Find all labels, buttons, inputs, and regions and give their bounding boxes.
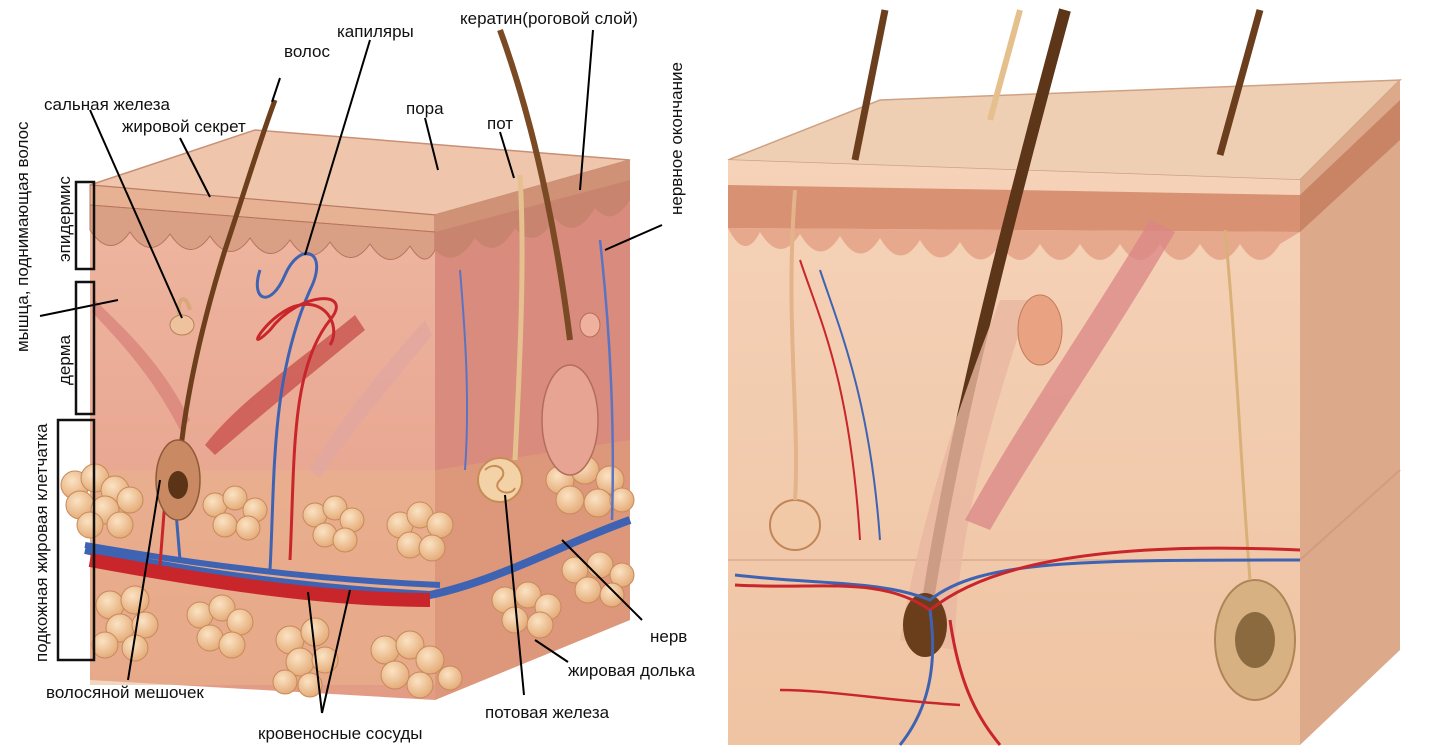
right-epidermis-side [1300,100,1400,232]
label-dermis: дерма [55,334,74,385]
layer-brackets [56,180,96,662]
label-subcutaneous-fat: подкожная жировая клетчатка [32,423,51,662]
label-epidermis: эпидермис [55,176,74,262]
label-sweat-gland: потовая железа [485,703,610,722]
label-sweat: пот [487,114,513,133]
hairs-left [155,28,601,521]
right-side-face [1300,80,1400,745]
basal-layer [89,204,436,260]
basal-layer-side [435,180,630,258]
right-skin-block [727,79,1402,745]
label-sebaceous-gland: сальная железа [44,95,171,114]
label-blood-vessels: кровеносные сосуды [258,724,423,743]
fat-lobules [60,455,635,699]
label-fat-secretion: жировой секрет [122,117,246,136]
label-hair: волос [284,42,330,61]
leader-lines [39,29,663,714]
blood-vessels [84,239,632,607]
label-arrector-muscle: мышца, поднимающая волос [13,121,32,352]
labels: волос капиляры кератин(роговой слой) сал… [13,9,696,743]
label-pore: пора [406,99,444,118]
arrector-muscles [92,300,432,478]
right-hairs [851,8,1264,657]
label-capillaries: капиляры [337,22,414,41]
label-nerve-ending: нервное окончание [667,62,686,215]
right-vessels [734,259,1301,746]
sweat-glands [169,174,525,503]
label-hair-follicle: волосяной мешочек [46,683,204,702]
label-nerve: нерв [650,627,687,646]
right-muscles [769,189,1296,701]
label-keratin: кератин(роговой слой) [460,9,638,28]
label-fat-lobule: жировая долька [568,661,696,680]
